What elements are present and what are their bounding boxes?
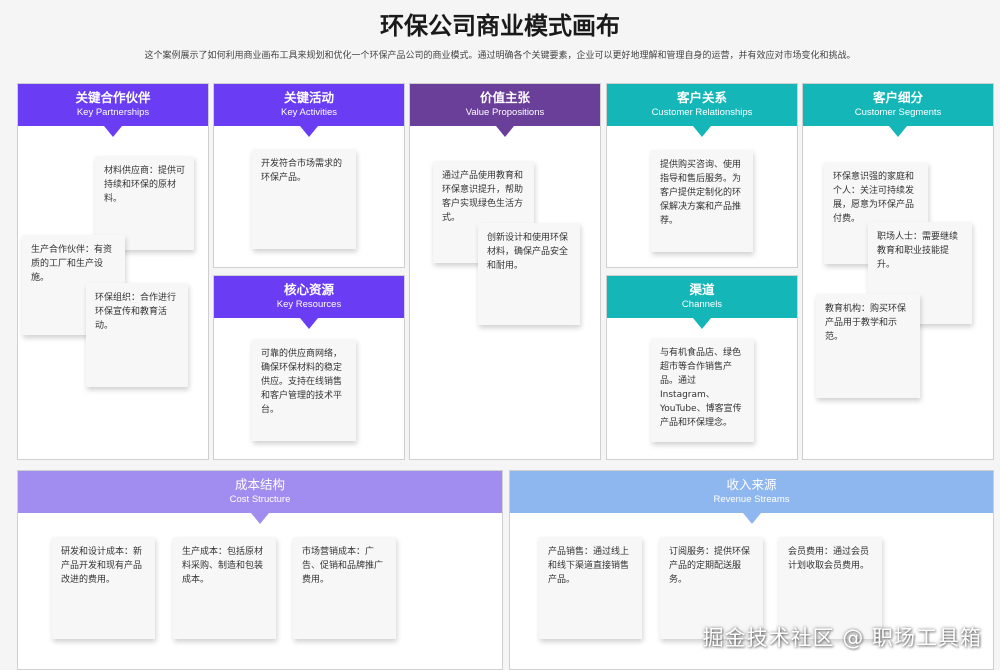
sticky-note: 会员费用：通过会员计划收取会员费用。	[779, 537, 882, 639]
block-key-resources: 核心资源 Key Resources 可靠的供应商网络，确保环保材料的稳定供应。…	[213, 275, 405, 460]
block-title: 关键合作伙伴	[75, 90, 151, 105]
sticky-note: 可靠的供应商网络，确保环保材料的稳定供应。支持在线销售和客户管理的技术平台。	[252, 339, 356, 441]
block-key-partnerships: 关键合作伙伴 Key Partnerships 材料供应商：提供可持续和环保的原…	[17, 83, 209, 460]
block-title: 收入来源	[726, 477, 777, 492]
sticky-note: 教育机构：购买环保产品用于教学和示范。	[816, 294, 920, 398]
header-arrow	[104, 126, 122, 137]
page-title: 环保公司商业模式画布	[380, 12, 620, 40]
sticky-note: 环保意识强的家庭和个人：关注可持续发展，愿意为环保产品付费。	[824, 162, 928, 264]
sticky-note: 订阅服务：提供环保产品的定期配送服务。	[660, 537, 763, 639]
block-title: 渠道	[689, 282, 715, 297]
block-revenue-streams: 收入来源 Revenue Streams 产品销售：通过线上和线下渠道直接销售产…	[509, 470, 994, 670]
sticky-note: 与有机食品店、绿色超市等合作销售产品。通过Instagram、YouTube、博…	[651, 338, 754, 442]
block-title: 客户细分	[872, 90, 923, 105]
block-subtitle: Value Propositions	[465, 107, 545, 118]
block-header: 核心资源 Key Resources	[214, 276, 404, 329]
block-subtitle: Key Resources	[276, 299, 342, 310]
block-header: 客户关系 Customer Relationships	[607, 84, 797, 137]
block-header: 成本结构 Cost Structure	[18, 471, 502, 524]
block-subtitle: Channels	[681, 299, 723, 310]
block-title: 客户关系	[676, 90, 727, 105]
header-arrow	[742, 513, 761, 524]
block-key-activities: 关键活动 Key Activities 开发符合市场需求的环保产品。	[213, 83, 405, 268]
page-description: 这个案例展示了如何利用商业画布工具来规划和优化一个环保产品公司的商业模式。通过明…	[144, 51, 856, 61]
block-customer-segments: 客户细分 Customer Segments 环保意识强的家庭和个人：关注可持续…	[802, 83, 994, 460]
header-arrow	[693, 126, 711, 137]
block-header: 关键活动 Key Activities	[214, 84, 404, 137]
block-customer-relationships: 客户关系 Customer Relationships 提供购买咨询、使用指导和…	[606, 83, 798, 268]
sticky-note: 创新设计和使用环保材料，确保产品安全和耐用。	[478, 223, 580, 325]
header-arrow	[300, 318, 318, 329]
block-title: 核心资源	[283, 282, 334, 297]
block-subtitle: Customer Relationships	[651, 107, 753, 118]
block-header: 关键合作伙伴 Key Partnerships	[18, 84, 208, 137]
block-title: 关键活动	[283, 90, 334, 105]
block-header: 客户细分 Customer Segments	[803, 84, 993, 137]
watermark: 掘金技术社区 @ 职场工具箱	[702, 626, 982, 650]
sticky-note: 提供购买咨询、使用指导和售后服务。为客户提供定制化的环保解决方案和产品推荐。	[651, 150, 753, 252]
block-subtitle: Key Activities	[281, 107, 337, 118]
block-subtitle: Customer Segments	[854, 107, 942, 118]
sticky-note: 市场营销成本：广告、促销和品牌推广费用。	[293, 537, 396, 639]
header-arrow	[300, 126, 318, 137]
sticky-note: 环保组织：合作进行环保宣传和教育活动。	[86, 283, 188, 387]
block-header: 渠道 Channels	[607, 276, 797, 329]
sticky-note: 材料供应商：提供可持续和环保的原材料。	[95, 156, 194, 250]
block-title: 成本结构	[234, 477, 285, 492]
block-cost-structure: 成本结构 Cost Structure 研发和设计成本：新产品开发和现有产品改进…	[17, 470, 503, 670]
block-title: 价值主张	[479, 90, 530, 105]
sticky-note: 开发符合市场需求的环保产品。	[252, 149, 356, 249]
sticky-note: 生产成本：包括原材料采购、制造和包装成本。	[173, 537, 276, 639]
block-subtitle: Cost Structure	[229, 494, 291, 505]
header-arrow	[251, 513, 269, 524]
sticky-note: 研发和设计成本：新产品开发和现有产品改进的费用。	[52, 537, 155, 639]
header-arrow	[693, 318, 711, 329]
block-header: 收入来源 Revenue Streams	[510, 471, 993, 524]
block-channels: 渠道 Channels 与有机食品店、绿色超市等合作销售产品。通过Instagr…	[606, 275, 798, 460]
header-arrow	[496, 126, 514, 137]
block-subtitle: Key Partnerships	[76, 107, 150, 118]
block-value-propositions: 价值主张 Value Propositions 通过产品使用教育和环保意识提升，…	[409, 83, 601, 460]
block-header: 价值主张 Value Propositions	[410, 84, 600, 137]
header-arrow	[889, 126, 907, 137]
block-subtitle: Revenue Streams	[713, 494, 790, 505]
sticky-note: 产品销售：通过线上和线下渠道直接销售产品。	[539, 537, 642, 639]
